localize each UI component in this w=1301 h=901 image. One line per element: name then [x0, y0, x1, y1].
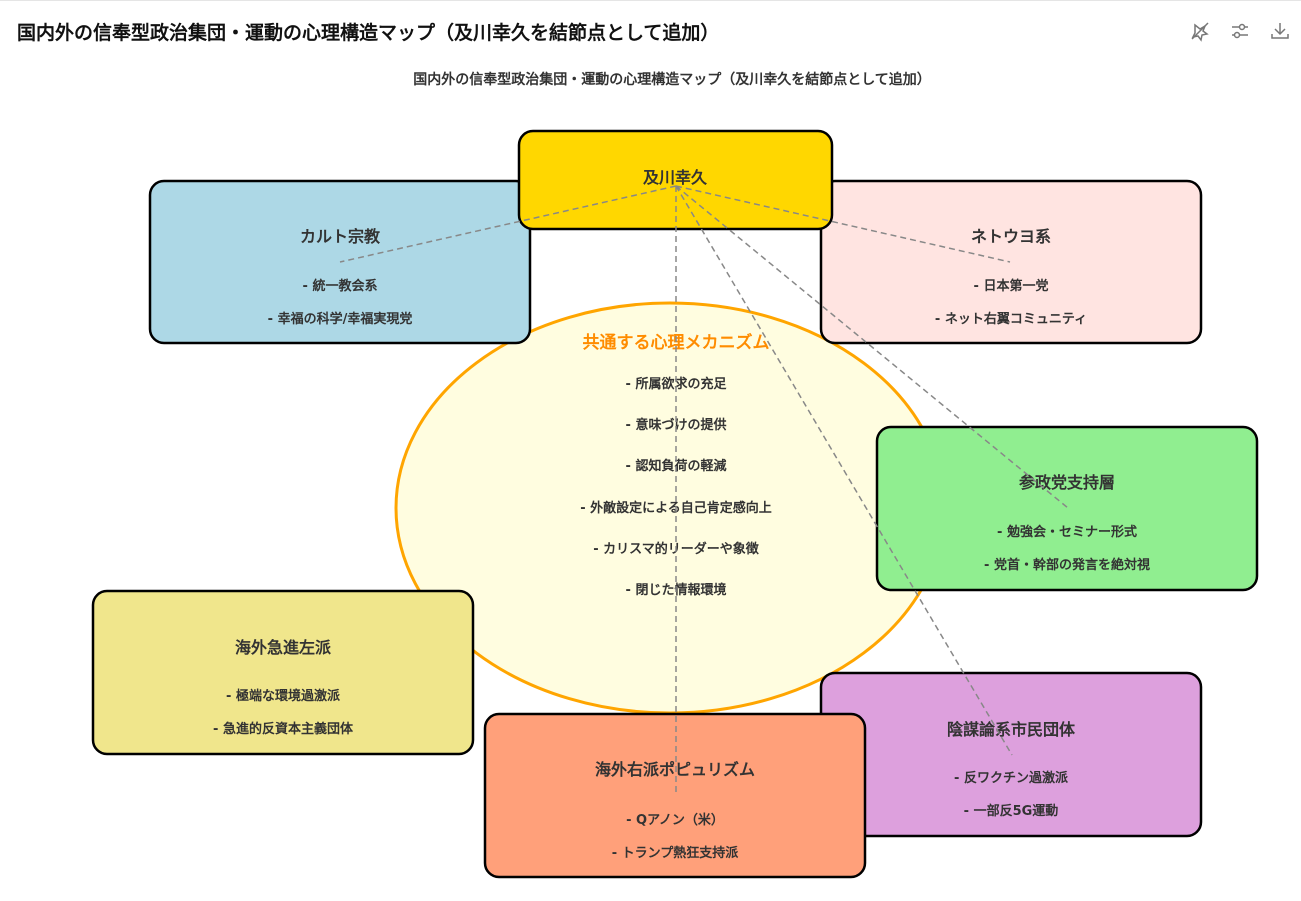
- group-item: - トランプ熱狂支持派: [612, 845, 740, 861]
- mechanism-title: 共通する心理メカニズム: [583, 332, 770, 353]
- group-overseas-left: 海外急進左派 - 極端な環境過激派 - 急進的反資本主義団体: [91, 589, 475, 756]
- mechanism-item: - 所属欲求の充足: [626, 376, 728, 392]
- group-netouyo: ネトウヨ系 - 日本第一党 - ネット右翼コミュニティ: [819, 179, 1203, 345]
- connector-netouyo: [675, 185, 1011, 263]
- group-item: - Qアノン（米）: [626, 812, 724, 828]
- group-item: - 極端な環境過激派: [226, 688, 341, 704]
- header: 国内外の信奉型政治集団・運動の心理構造マップ（及川幸久を結節点として追加）: [0, 0, 1301, 60]
- group-item: - 勉強会・セミナー形式: [997, 524, 1137, 540]
- group-item: - 統一教会系: [303, 278, 378, 294]
- group-title: カルト宗教: [300, 227, 381, 246]
- group-title: 参政党支持層: [1019, 473, 1115, 492]
- group-item: - ネット右翼コミュニティ: [935, 311, 1087, 327]
- mechanism-ellipse-group: 共通する心理メカニズム - 所属欲求の充足 - 意味づけの提供 - 認知負荷の軽…: [394, 301, 946, 715]
- group-title: 海外右派ポピュリズム: [595, 760, 755, 779]
- connector-sanseito: [675, 185, 1069, 509]
- group-title: ネトウヨ系: [971, 227, 1051, 246]
- diagram-title: 国内外の信奉型政治集団・運動の心理構造マップ（及川幸久を結節点として追加）: [413, 71, 931, 88]
- connectors: [339, 185, 1069, 795]
- connector-conspiracy: [675, 185, 1013, 756]
- group-sanseito: 参政党支持層 - 勉強会・セミナー形式 - 党首・幹部の発言を絶対視: [875, 425, 1259, 592]
- download-icon[interactable]: [1269, 20, 1291, 42]
- group-item: - 幸福の科学/幸福実現党: [268, 311, 413, 327]
- no-animation-icon[interactable]: [1189, 20, 1211, 42]
- top-border: [0, 0, 1301, 1]
- center-node-label: 及川幸久: [643, 168, 708, 187]
- group-item: - 一部反5G運動: [964, 803, 1059, 819]
- group-item: - 日本第一党: [974, 278, 1049, 294]
- toolbar: [1189, 20, 1291, 42]
- group-overseas-right: 海外右派ポピュリズム - Qアノン（米） - トランプ熱狂支持派: [483, 712, 867, 879]
- mechanism-item: - 意味づけの提供: [626, 417, 727, 433]
- group-item: - 急進的反資本主義団体: [213, 721, 354, 737]
- group-title: 陰謀論系市民団体: [947, 720, 1076, 739]
- group-title: 海外急進左派: [235, 638, 332, 657]
- center-node: 及川幸久: [517, 129, 834, 231]
- group-item: - 反ワクチン過激派: [954, 770, 1069, 786]
- connector-cult: [339, 185, 677, 263]
- page-title: 国内外の信奉型政治集団・運動の心理構造マップ（及川幸久を結節点として追加）: [17, 22, 720, 44]
- group-item: - 党首・幹部の発言を絶対視: [984, 557, 1150, 573]
- sliders-icon[interactable]: [1229, 20, 1251, 42]
- group-conspiracy: 陰謀論系市民団体 - 反ワクチン過激派 - 一部反5G運動: [819, 671, 1203, 838]
